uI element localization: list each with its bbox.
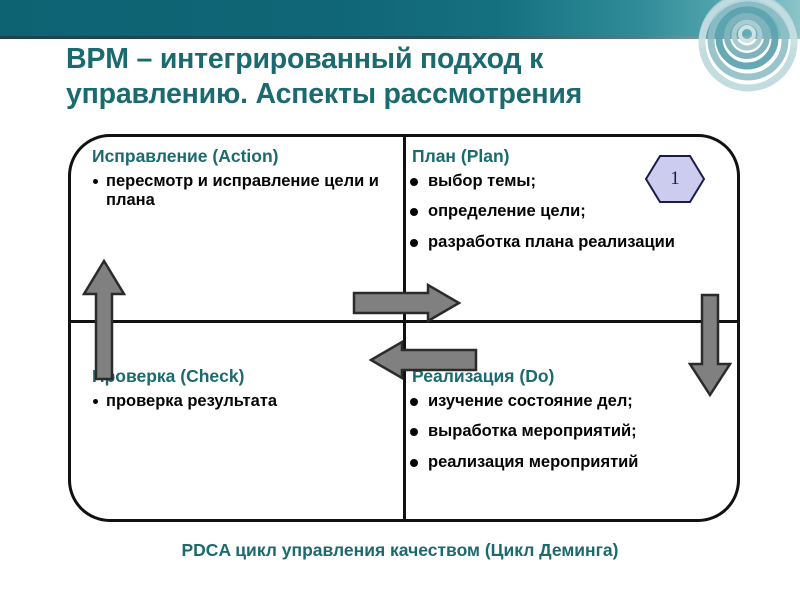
- quadrant-plan-bullets: выбор темы; определение цели; разработка…: [410, 172, 712, 252]
- quadrant-check-heading: Проверка (Check): [92, 366, 245, 386]
- quadrant-check: Проверка (Check) проверка результата: [92, 366, 392, 420]
- spiral-icon: [690, 0, 800, 100]
- list-item: пересмотр и исправление цели и плана: [92, 172, 392, 211]
- arrow-left-icon: [368, 339, 478, 381]
- quadrant-do-bullets: изучение состояние дел; выработка меропр…: [410, 392, 732, 472]
- list-item: реализация мероприятий: [410, 453, 732, 472]
- list-item: определение цели;: [410, 202, 712, 221]
- list-item: проверка результата: [92, 392, 392, 411]
- arrow-down-icon: [687, 292, 733, 398]
- list-item: выработка мероприятий;: [410, 422, 732, 441]
- frame-vertical-divider: [403, 136, 406, 520]
- list-item: выбор темы;: [410, 172, 712, 191]
- list-item: изучение состояние дел;: [410, 392, 732, 411]
- status-badge: 1: [644, 154, 706, 204]
- quadrant-check-bullets: проверка результата: [92, 392, 392, 411]
- arrow-up-icon: [81, 258, 127, 382]
- quadrant-do: Реализация (Do) изучение состояние дел; …: [410, 366, 732, 483]
- quadrant-plan: План (Plan) выбор темы; определение цели…: [410, 146, 712, 263]
- arrow-right-icon: [352, 282, 462, 324]
- diagram-caption: PDCA цикл управления качеством (Цикл Дем…: [181, 540, 619, 560]
- page-title: BPM – интегрированный подход к управлени…: [66, 43, 583, 110]
- quadrant-action-bullets: пересмотр и исправление цели и плана: [92, 172, 392, 211]
- quadrant-action: Исправление (Action) пересмотр и исправл…: [92, 146, 392, 220]
- header-band: [0, 0, 800, 36]
- pdca-frame: [68, 134, 740, 522]
- status-badge-number: 1: [670, 168, 680, 189]
- quadrant-plan-heading: План (Plan): [412, 146, 510, 166]
- header-band-edge: [0, 36, 800, 39]
- quadrant-action-heading: Исправление (Action): [92, 146, 279, 166]
- list-item: разработка плана реализации: [410, 233, 712, 252]
